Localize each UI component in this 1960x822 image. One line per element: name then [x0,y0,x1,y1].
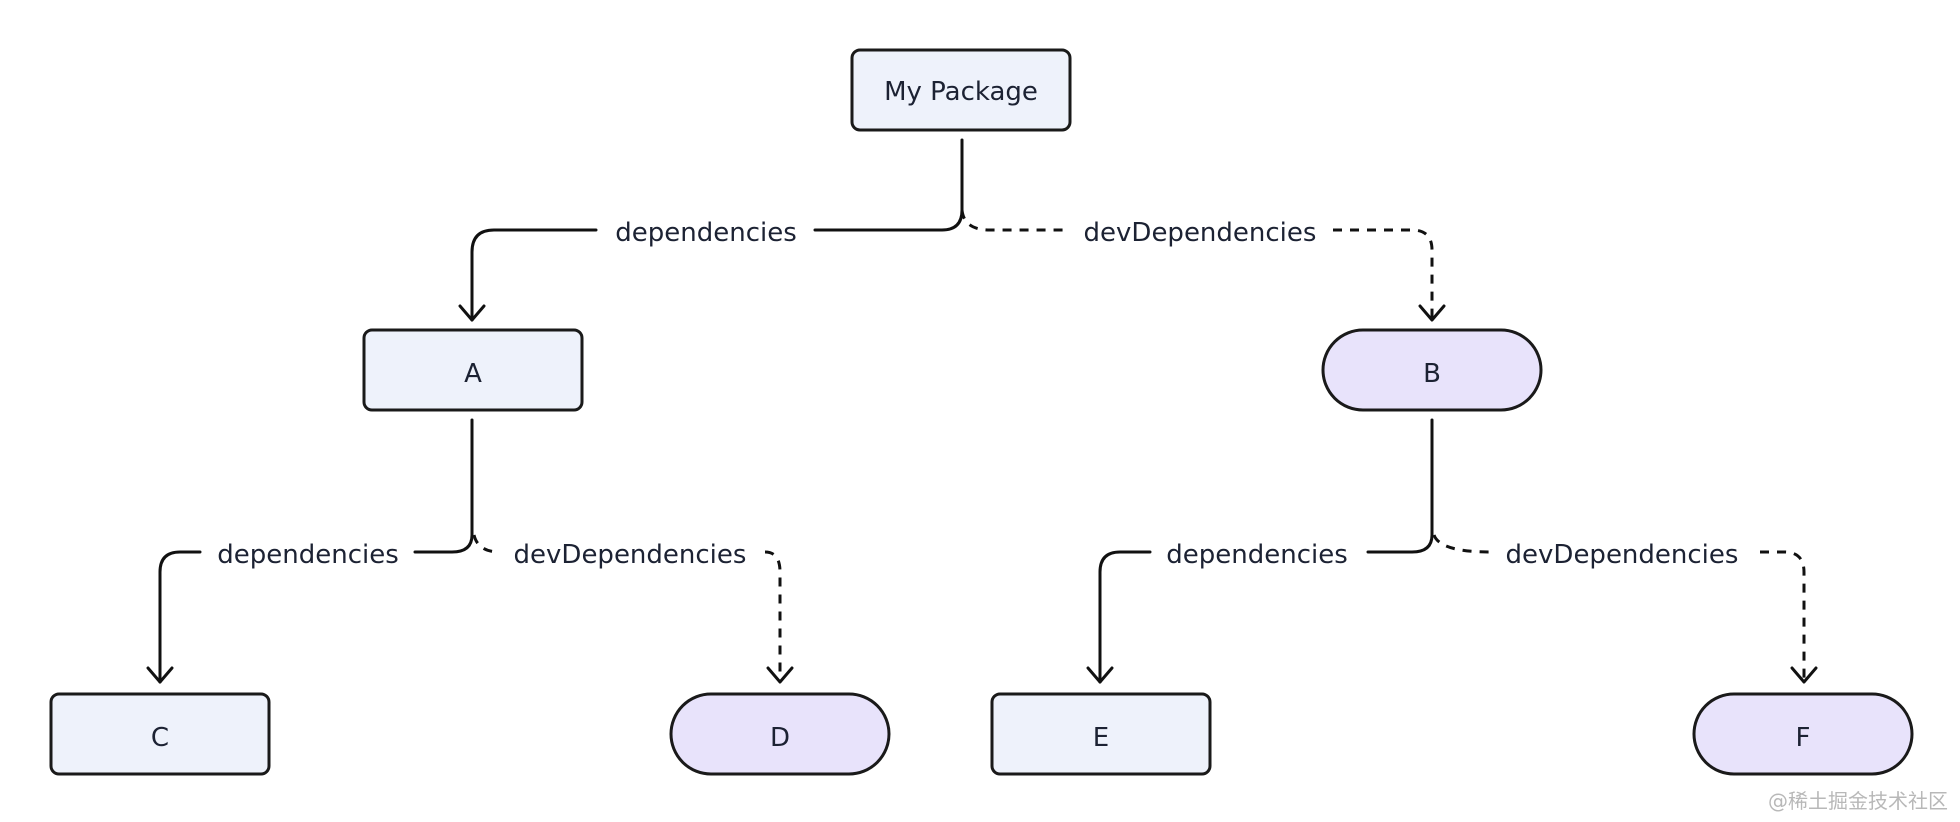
edge-label-a-dependencies: dependencies [217,540,399,570]
node-c-label: C [151,723,169,753]
node-a-label: A [464,359,482,389]
watermark: @稀土掘金技术社区 [1768,789,1948,813]
edge-label-b-devdependencies: devDependencies [1506,540,1739,570]
edge-b-to-f [1432,534,1818,684]
node-b-label: B [1423,359,1441,389]
node-my-package-label: My Package [884,77,1038,107]
edge-label-a-devdependencies: devDependencies [514,540,747,570]
edge-a-to-c [146,418,474,684]
edge-label-root-dependencies: dependencies [615,218,797,248]
node-f: F [1692,692,1914,776]
edge-label-root-devdependencies: devDependencies [1084,218,1317,248]
node-a: A [362,328,584,412]
node-b: B [1321,328,1543,412]
edge-a-to-d [472,534,794,684]
edge-root-to-b [960,209,1446,322]
edge-b-to-e [1086,418,1434,684]
node-d: D [669,692,891,776]
node-f-label: F [1796,723,1811,753]
node-e: E [990,692,1212,776]
node-d-label: D [770,723,790,753]
node-e-label: E [1093,723,1109,753]
node-my-package: My Package [850,48,1072,132]
edge-label-b-dependencies: dependencies [1166,540,1348,570]
node-c: C [49,692,271,776]
